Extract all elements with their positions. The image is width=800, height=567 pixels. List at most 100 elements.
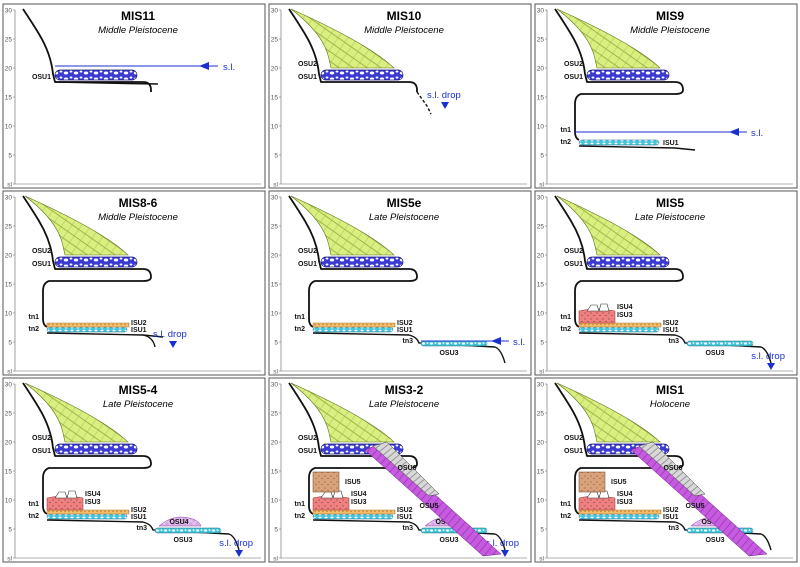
panel-title: MIS9 xyxy=(656,9,684,23)
y-tick-label: 20 xyxy=(271,253,279,260)
y-tick-label: 5 xyxy=(8,340,12,347)
y-tick-label: 10 xyxy=(271,124,279,131)
y-tick-label: 25 xyxy=(5,224,13,231)
osu1-deposit xyxy=(54,69,138,81)
y-tick-label: 25 xyxy=(271,224,279,231)
y-tick-label: 15 xyxy=(5,469,13,476)
osu2-deposit xyxy=(290,382,395,443)
osu2-label: OSU2 xyxy=(564,61,583,68)
tn3-surface xyxy=(674,334,762,348)
y-tick-label: 30 xyxy=(537,8,545,15)
y-tick-label: 30 xyxy=(537,195,545,202)
y-tick-label: 25 xyxy=(271,37,279,44)
isu2-label: ISU2 xyxy=(397,507,413,514)
tn3-surface xyxy=(408,521,496,535)
y-tick-label: 15 xyxy=(5,282,13,289)
osu3-deposit xyxy=(154,527,222,534)
isu1-label: ISU1 xyxy=(131,327,147,334)
coast-profile xyxy=(288,8,418,92)
tn2-label: tn2 xyxy=(295,513,306,520)
isu1-deposit xyxy=(578,139,660,146)
platform-surface xyxy=(54,81,159,85)
panel-subtitle: Late Pleistocene xyxy=(369,399,439,410)
y-tick-label: 30 xyxy=(271,382,279,389)
step-surface xyxy=(142,334,156,348)
y-tick-label: 20 xyxy=(5,253,13,260)
lower-slope xyxy=(760,533,772,551)
y-tick-label: 15 xyxy=(537,95,545,102)
osu1-label: OSU1 xyxy=(564,74,583,81)
osu2-deposit xyxy=(556,382,661,443)
isu1-deposit xyxy=(312,326,394,333)
osu3-label: OSU3 xyxy=(705,350,724,357)
osu2-label: OSU2 xyxy=(298,248,317,255)
osu1-deposit xyxy=(54,443,138,455)
osu1-label: OSU1 xyxy=(298,448,317,455)
y-tick-label: 10 xyxy=(537,124,545,131)
isu2-deposit xyxy=(312,322,396,328)
osu2-label: OSU2 xyxy=(32,435,51,442)
y-tick-label: sl xyxy=(273,556,278,563)
osu1-label: OSU1 xyxy=(298,261,317,268)
y-tick-label: 5 xyxy=(274,153,278,160)
osu3-label: OSU3 xyxy=(439,537,458,544)
isu1-deposit xyxy=(46,326,128,333)
y-tick-label: 5 xyxy=(540,340,544,347)
isu1-deposit xyxy=(578,326,660,333)
osu3-label: OSU3 xyxy=(439,350,458,357)
sea-level-label: s.l. xyxy=(223,62,235,73)
lower-surface xyxy=(46,519,144,523)
osu2-label: OSU2 xyxy=(32,248,51,255)
y-tick-label: sl xyxy=(273,182,278,189)
panel-frame xyxy=(268,3,532,189)
tn1-label: tn1 xyxy=(295,501,306,508)
isu5-deposit xyxy=(578,471,606,493)
isu1-deposit xyxy=(46,513,128,520)
y-tick-label: sl xyxy=(539,556,544,563)
panel-subtitle: Late Pleistocene xyxy=(635,212,705,223)
panel-title: MIS3-2 xyxy=(385,383,424,397)
osu4-label: OSU4 xyxy=(701,519,720,526)
step-surface xyxy=(674,147,696,151)
sea-level-marker xyxy=(441,102,449,109)
isu4-label: ISU4 xyxy=(85,491,101,498)
isu3-label: ISU3 xyxy=(617,312,633,319)
osu6-label: OSU6 xyxy=(397,465,416,472)
osu2-deposit xyxy=(24,382,129,443)
isu1-label: ISU1 xyxy=(663,140,679,147)
osu2-label: OSU2 xyxy=(298,61,317,68)
y-tick-label: 10 xyxy=(271,498,279,505)
panel-subtitle: Holocene xyxy=(650,399,690,410)
y-tick-label: 30 xyxy=(271,8,279,15)
sea-level-marker xyxy=(501,550,509,557)
y-tick-label: sl xyxy=(7,182,12,189)
y-tick-label: 20 xyxy=(537,440,545,447)
y-tick-label: 25 xyxy=(5,411,13,418)
y-tick-label: sl xyxy=(7,556,12,563)
osu2-label: OSU2 xyxy=(564,435,583,442)
isu4-label: ISU4 xyxy=(617,491,633,498)
y-tick-label: 10 xyxy=(271,311,279,318)
isu4-label: ISU4 xyxy=(351,491,367,498)
y-tick-label: sl xyxy=(539,369,544,376)
osu1-label: OSU1 xyxy=(32,261,51,268)
panel-subtitle: Middle Pleistocene xyxy=(630,25,710,36)
tn1-label: tn1 xyxy=(295,314,306,321)
panel-title: MIS11 xyxy=(121,9,155,23)
sea-level-label: s.l. drop xyxy=(751,351,785,362)
lower-slope xyxy=(494,346,506,364)
sea-level-label: s.l. xyxy=(513,337,525,348)
y-tick-label: 30 xyxy=(537,382,545,389)
y-tick-label: 30 xyxy=(5,195,13,202)
isu1-deposit xyxy=(312,513,394,520)
osu2-label: OSU2 xyxy=(564,248,583,255)
y-tick-label: sl xyxy=(539,182,544,189)
panel-title: MIS5-4 xyxy=(119,383,158,397)
y-tick-label: 10 xyxy=(5,498,13,505)
tn3-label: tn3 xyxy=(669,338,680,345)
y-tick-label: 30 xyxy=(5,382,13,389)
tn3-label: tn3 xyxy=(669,525,680,532)
coast-profile xyxy=(554,382,684,515)
